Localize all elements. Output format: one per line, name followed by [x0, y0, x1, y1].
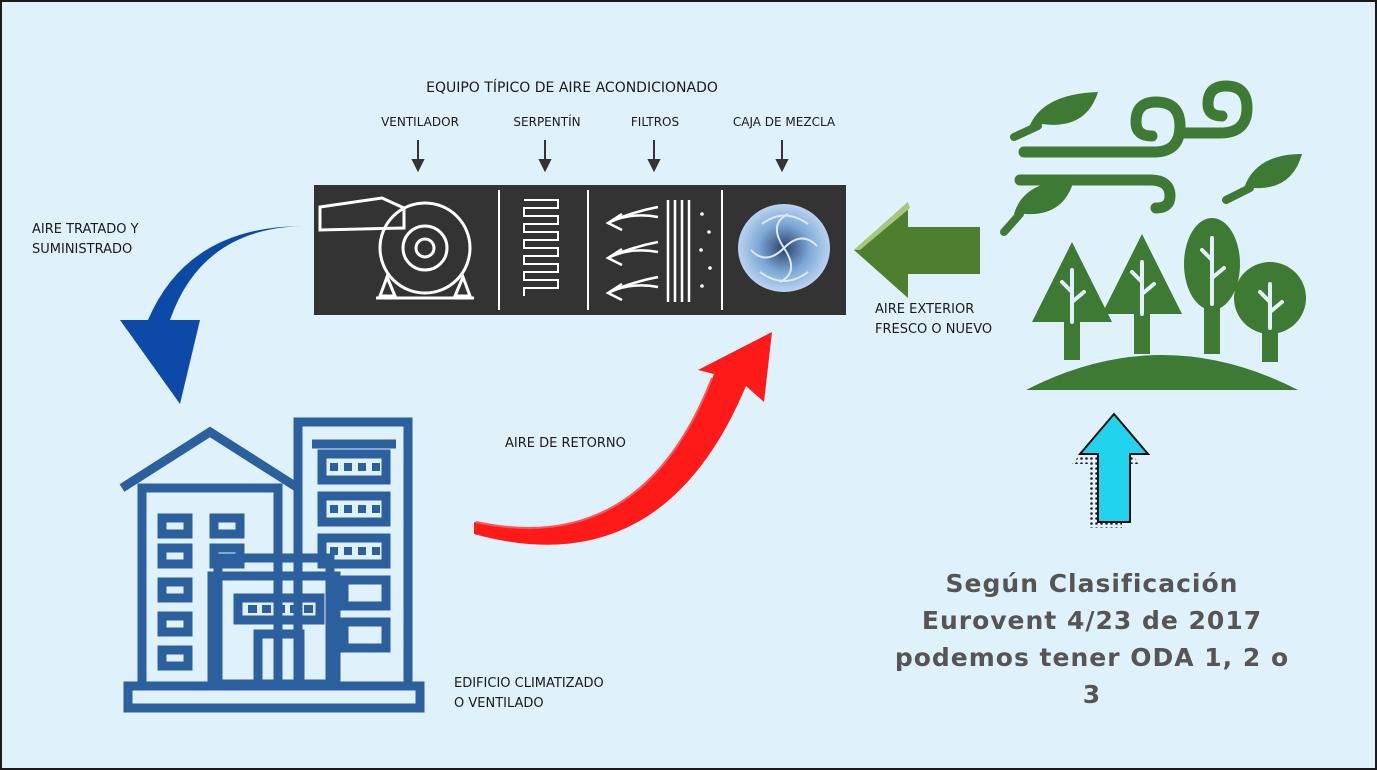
component-label-caja-mezcla: CAJA DE MEZCLA	[732, 115, 836, 129]
return-air-arrow	[474, 332, 772, 545]
component-label-filtros: FILTROS	[630, 115, 680, 129]
fan-icon	[318, 196, 474, 300]
wind-leaves-icon	[1000, 80, 1302, 236]
outdoor-air-label-line1: AIRE EXTERIOR	[875, 302, 975, 317]
building-label-line1: EDIFICIO CLIMATIZADO	[454, 676, 604, 691]
supply-air-label-line1: AIRE TRATADO Y	[32, 222, 139, 237]
outdoor-air-label: AIRE EXTERIOR FRESCO O NUEVO	[875, 300, 992, 340]
classification-line1: Según Clasificación	[945, 569, 1239, 598]
up-arrow-icon	[1072, 412, 1151, 528]
building-label-line2: O VENTILADO	[454, 696, 544, 711]
outdoor-air-label-line2: FRESCO O NUEVO	[875, 322, 993, 337]
supply-air-label: AIRE TRATADO Y SUMINISTRADO	[32, 220, 139, 260]
unit-title: EQUIPO TÍPICO DE AIRE ACONDICIONADO	[426, 80, 718, 96]
classification-text: Según Clasificación Eurovent 4/23 de 201…	[892, 565, 1292, 713]
supply-air-label-line2: SUMINISTRADO	[32, 242, 133, 257]
classification-line3: podemos tener ODA 1, 2 o 3	[894, 643, 1290, 709]
building-label: EDIFICIO CLIMATIZADO O VENTILADO	[454, 674, 604, 714]
building-icon	[119, 417, 425, 713]
coil-icon	[523, 199, 559, 296]
classification-line2: Eurovent 4/23 de 2017	[921, 606, 1263, 635]
supply-air-arrow	[120, 226, 304, 404]
return-air-label: AIRE DE RETORNO	[505, 436, 626, 451]
filter-icon	[605, 200, 691, 302]
component-label-ventilador: VENTILADOR	[381, 115, 459, 129]
component-label-serpentin: SERPENTÍN	[513, 115, 581, 129]
arrow-down-icon	[411, 140, 789, 173]
trees-icon	[1026, 218, 1306, 390]
mixing-box-icon	[738, 204, 830, 292]
outdoor-air-arrow	[854, 202, 980, 298]
